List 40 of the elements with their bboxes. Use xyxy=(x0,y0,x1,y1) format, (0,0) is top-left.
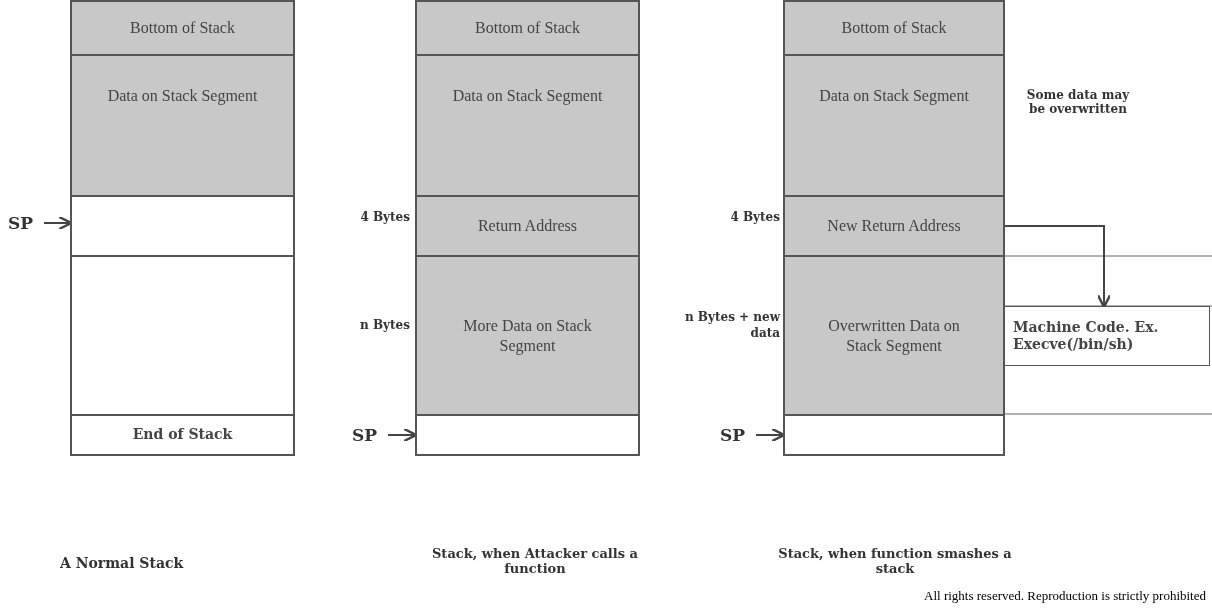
cell-label: Machine Code. Ex. Execve(/bin/sh) xyxy=(1013,318,1160,354)
stack-cell xyxy=(415,414,640,456)
cell-label: More Data on Stack Segment xyxy=(462,315,593,356)
stack-cell xyxy=(70,54,295,197)
cell-label: Data on Stack Segment xyxy=(452,86,603,106)
byte-size-label: 4 Bytes xyxy=(359,210,410,226)
cell-label: Bottom of Stack xyxy=(475,18,580,38)
stack-cell xyxy=(415,0,640,56)
cell-label: End of Stack xyxy=(132,426,233,444)
stack-cell xyxy=(783,414,1005,456)
stack-caption: Stack, when function smashes a stack xyxy=(777,546,1013,576)
cell-label: Data on Stack Segment xyxy=(819,86,969,106)
stack-cell xyxy=(783,195,1005,257)
stack-caption: Stack, when Attacker calls a function xyxy=(431,546,639,576)
stack-cell xyxy=(70,0,295,56)
stack-pointer-label: SP xyxy=(352,420,386,450)
stack-cell xyxy=(783,255,1005,416)
payload-box xyxy=(1004,306,1210,366)
stack-cell xyxy=(415,195,640,257)
cell-label: New Return Address xyxy=(827,216,961,236)
cell-label: Return Address xyxy=(477,216,578,236)
stack-cell xyxy=(70,414,295,456)
cell-label: Bottom of Stack xyxy=(841,18,947,38)
byte-size-label: n Bytes + new data xyxy=(683,310,780,342)
stack-caption: A Normal Stack xyxy=(60,555,185,571)
byte-size-label: 4 Bytes xyxy=(729,210,780,226)
cell-label: Overwritten Data on Stack Segment xyxy=(827,315,961,356)
cell-label: Bottom of Stack xyxy=(130,18,235,38)
cell-label: Data on Stack Segment xyxy=(107,86,258,106)
note-text: Some data may be overwritten xyxy=(1025,88,1131,116)
stack-cell xyxy=(783,54,1005,197)
stack-pointer-label: SP xyxy=(8,208,42,238)
byte-size-label: n Bytes xyxy=(359,318,410,334)
stack-cell xyxy=(415,255,640,416)
stack-cell xyxy=(70,255,295,416)
stack-cell xyxy=(783,0,1005,56)
stack-cell xyxy=(415,54,640,197)
stack-pointer-label: SP xyxy=(720,420,754,450)
stack-cell xyxy=(70,195,295,257)
copyright-notice: All rights reserved. Reproduction is strictly prohibited xyxy=(923,588,1206,604)
